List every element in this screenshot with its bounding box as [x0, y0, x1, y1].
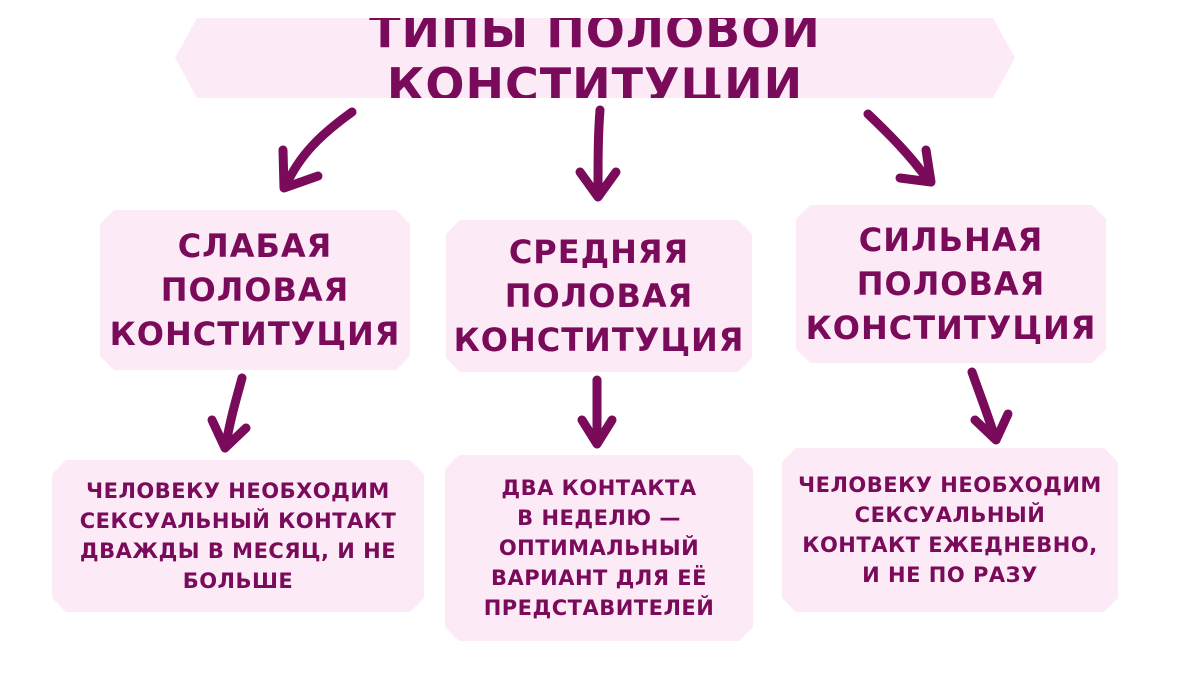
arrow-title-to-medium: [593, 105, 605, 200]
type-label-strong: СИЛЬНАЯ ПОЛОВАЯ КОНСТИТУЦИЯ: [805, 221, 1097, 347]
arrow-title-to-weak: [281, 107, 357, 190]
desc-box-strong: ЧЕЛОВЕКУ НЕОБХОДИМ СЕКСУАЛЬНЫЙ КОНТАКТ Е…: [782, 448, 1118, 612]
type-label-weak: СЛАБАЯ ПОЛОВАЯ КОНСТИТУЦИЯ: [109, 227, 401, 353]
diagram-title-box: ТИПЫ ПОЛОВОЙ КОНСТИТУЦИИ: [175, 18, 1015, 98]
type-box-strong: СИЛЬНАЯ ПОЛОВАЯ КОНСТИТУЦИЯ: [796, 205, 1106, 363]
arrowhead-title-to-strong: [895, 145, 936, 187]
desc-text-medium: ДВА КОНТАКТА В НЕДЕЛЮ — ОПТИМАЛЬНЫЙ ВАРИ…: [483, 476, 715, 620]
type-label-medium: СРЕДНЯЯ ПОЛОВАЯ КОНСТИТУЦИЯ: [453, 233, 745, 359]
desc-text-strong: ЧЕЛОВЕКУ НЕОБХОДИМ СЕКСУАЛЬНЫЙ КОНТАКТ Е…: [798, 473, 1102, 587]
arrowhead-title-to-medium: [575, 167, 621, 202]
desc-text-weak: ЧЕЛОВЕКУ НЕОБХОДИМ СЕКСУАЛЬНЫЙ КОНТАКТ Д…: [79, 479, 397, 593]
desc-box-medium: ДВА КОНТАКТА В НЕДЕЛЮ — ОПТИМАЛЬНЫЙ ВАРИ…: [445, 455, 753, 641]
arrowhead-weak-to-desc: [207, 415, 251, 453]
type-box-weak: СЛАБАЯ ПОЛОВАЯ КОНСТИТУЦИЯ: [100, 210, 410, 370]
arrowhead-title-to-weak: [278, 145, 323, 193]
desc-box-weak: ЧЕЛОВЕКУ НЕОБХОДИМ СЕКСУАЛЬНЫЙ КОНТАКТ Д…: [52, 460, 424, 612]
arrow-title-to-strong: [863, 109, 933, 185]
type-box-medium: СРЕДНЯЯ ПОЛОВАЯ КОНСТИТУЦИЯ: [446, 220, 752, 372]
diagram-title: ТИПЫ ПОЛОВОЙ КОНСТИТУЦИИ: [369, 4, 821, 112]
arrowhead-medium-to-desc: [577, 415, 617, 449]
arrowhead-strong-to-desc: [970, 409, 1013, 445]
arrow-weak-to-desc: [221, 373, 247, 450]
